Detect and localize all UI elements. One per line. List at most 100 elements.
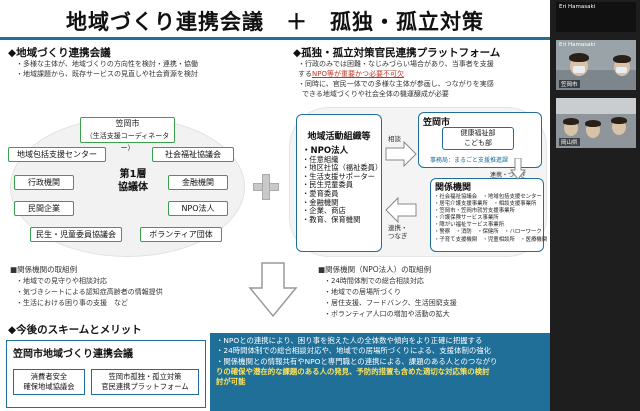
future-council-title: 笠岡市地域づくり連携会議 bbox=[13, 349, 133, 360]
right-section-heading: ◆孤独・孤立対策官民連携プラットフォーム bbox=[293, 47, 501, 59]
right-bullet-1: ・行政のみでは困難・なじみづらい場合があり、当事者を支援 bbox=[298, 60, 494, 68]
participant-label: 岡山県 bbox=[559, 138, 580, 146]
agencies-title: 関係機関 bbox=[435, 183, 472, 193]
slide-title-bar: 地域づくり連携会議 ＋ 孤独・孤立対策 bbox=[0, 0, 550, 40]
agencies-list: ・社会福祉協議会 ・地域包括支援センター ・居宅介護支援事業所 ・相談支援事業所… bbox=[434, 194, 547, 244]
merit-line-4: りの確保や潜在的な課題のある人の発見、予防的措置も含めた適切な対応策の検討 bbox=[216, 366, 490, 376]
merit-line-2: ・24時間体制での総合相談対応や、地域での居場所づくりによる、支援体制の強化 bbox=[216, 346, 492, 356]
down-arrow-icon bbox=[248, 262, 298, 318]
link-line1: 連携・ bbox=[388, 224, 408, 232]
person-mask bbox=[573, 66, 585, 73]
city-box-line2: （生活支援コーディネーター） bbox=[85, 132, 170, 152]
consult-label: 相談 bbox=[388, 135, 401, 143]
org-item: ・企業、商店 bbox=[302, 206, 346, 216]
person-hair bbox=[611, 117, 627, 124]
person-mask bbox=[616, 67, 627, 73]
member-box-financial: 金融機関 bbox=[168, 175, 228, 190]
agency-item: ・警察 ・消防 ・保健所 ・ハローワーク bbox=[434, 229, 542, 236]
slide-title: 地域づくり連携会議 ＋ 孤独・孤立対策 bbox=[66, 10, 484, 34]
link-arrow-icon bbox=[385, 196, 417, 224]
member-box-government: 行政機関 bbox=[14, 175, 74, 190]
sub2-line2: 官民連携プラットフォーム bbox=[101, 382, 189, 391]
left-section-heading: ◆地域づくり連携会議 bbox=[8, 47, 111, 59]
sub1-line1: 消費者安全 bbox=[30, 372, 68, 381]
right-example-4: ・ボランティア人口の増加や活動の拡大 bbox=[324, 310, 450, 318]
link-down-arrow-icon bbox=[510, 158, 526, 180]
participant-name: Eri Hamasaki bbox=[559, 4, 596, 10]
first-layer-council-label: 第1層 協議体 bbox=[113, 168, 153, 194]
city-dept-title: 笠岡市 bbox=[423, 118, 451, 128]
link-label-bottom: 連携・ つなぎ bbox=[388, 224, 408, 240]
person-hair bbox=[613, 55, 631, 63]
center-line1: 第1層 bbox=[119, 169, 147, 180]
agency-item: ・居宅介護支援事業所 ・相談支援事業所 bbox=[434, 201, 537, 208]
merit-line-1: ・NPOとの連携により、困り事を抱えた人の全体数や傾向をより正確に把握する bbox=[216, 336, 483, 345]
member-box-volunteer: ボランティア団体 bbox=[140, 227, 222, 242]
participant-label: 笠岡市 bbox=[559, 80, 580, 88]
right-example-2: ・地域での居場所づくり bbox=[324, 288, 401, 296]
link-label: 連携・つなぎ bbox=[490, 172, 527, 179]
member-box-private: 民間企業 bbox=[14, 201, 74, 216]
participant-tile-speaker[interactable]: Eri Hamasaki bbox=[556, 2, 636, 32]
community-orgs-list: ・NPO法人 ・任意組織 ・地区社協（福祉委員） ・生活支援サポーター ・民生児… bbox=[302, 147, 382, 224]
person-hair bbox=[569, 53, 589, 62]
community-orgs-box: 地域活動組織等 bbox=[296, 114, 382, 252]
org-item: ・生活支援サポーター bbox=[302, 171, 375, 181]
right-bullet-2b: できる地域づくりや社会全体の機運醸成が必要 bbox=[302, 90, 449, 98]
agency-item: ・障がい福祉サービス事業所 bbox=[434, 222, 505, 229]
left-example-2: ・気づきシートによる認知症高齢者の情報提供 bbox=[16, 288, 163, 296]
org-item: ・愛育委員 bbox=[302, 188, 339, 198]
member-box-social-welfare: 社会福祉協議会 bbox=[152, 147, 234, 162]
sub2-line1: 笠岡市孤独・孤立対策 bbox=[108, 372, 182, 381]
left-example-3: ・生活における困り事の支援 など bbox=[16, 299, 128, 307]
left-example-1: ・地域での見守りや相談対応 bbox=[16, 277, 107, 285]
connection-arrows bbox=[385, 140, 417, 224]
dept-line1: 健康福祉部 bbox=[460, 129, 496, 137]
consumer-safety-box: 消費者安全 確保地域協議会 bbox=[13, 369, 85, 395]
dept-line2: こども部 bbox=[464, 139, 492, 147]
merit-line-5: 討が可能 bbox=[216, 377, 246, 387]
right-bullet-2: ・同時に、官民一体での多様な主体が参画し、つながりを実感 bbox=[298, 80, 494, 88]
member-box-commissioners: 民生・児童委員協議会 bbox=[30, 227, 122, 242]
left-bullet-1: ・多様な主体が、地域づくりの方向性を検討・連携・協働 bbox=[16, 60, 198, 68]
city-coordinator-box: 笠岡市 （生活支援コーディネーター） bbox=[80, 117, 175, 152]
left-examples-heading: ■関係機関の取組例 bbox=[10, 265, 78, 274]
agency-item: ・笠岡市・笠岡市就労支援事業所 bbox=[434, 208, 515, 215]
sub1-line2: 確保地域協議会 bbox=[23, 382, 75, 391]
right-examples-heading: ■関係機関（NPO法人）の取組例 bbox=[318, 265, 432, 274]
right-example-3: ・居住支援、フードバンク、生活困窮支援 bbox=[324, 299, 457, 307]
center-line2: 協議体 bbox=[118, 182, 148, 193]
agency-item: ・社会福祉協議会 ・地域包括支援センター bbox=[434, 194, 542, 200]
agencies-box: 関係機関 bbox=[430, 178, 544, 252]
shared-slide: 地域づくり連携会議 ＋ 孤独・孤立対策 ◆地域づくり連携会議 ・多様な主体が、地… bbox=[0, 0, 550, 411]
right-example-1: ・24時間体制での総合相談対応 bbox=[324, 277, 424, 285]
participant-name: Eri Hamasaki bbox=[559, 42, 596, 48]
org-item: ・任意組織 bbox=[302, 154, 339, 164]
org-item: ・金融機関 bbox=[302, 197, 339, 207]
member-box-npo: NPO法人 bbox=[168, 201, 228, 216]
secretariat-label: 事務局：まるごと支援推進課 bbox=[430, 157, 509, 164]
right-bullet-1b: するNPO等が重要かつ必要不可欠 bbox=[298, 70, 404, 78]
future-council-box: 笠岡市地域づくり連携会議 消費者安全 確保地域協議会 笠岡市孤独・孤立対策 官民… bbox=[6, 340, 206, 408]
org-item: ・NPO法人 bbox=[302, 146, 349, 156]
org-item: ・地区社協（福祉委員） bbox=[302, 163, 383, 173]
participant-panel: Eri Hamasaki Eri Hamasaki 笠岡市 岡山県 bbox=[552, 0, 640, 411]
health-welfare-dept: 健康福祉部 こども部 bbox=[442, 127, 514, 150]
city-box-line1: 笠岡市 bbox=[115, 119, 140, 128]
org-item: ・教育、保育機関 bbox=[302, 214, 361, 224]
participant-tile-1[interactable]: Eri Hamasaki 笠岡市 bbox=[556, 40, 636, 90]
left-bullet-2: ・地域課題から、既存サービスの見直しや社会資源を検討 bbox=[16, 70, 198, 78]
merit-line-3: ・関係機関との情報共有やNPOと専門職との連携による、課題のある人とのつながり bbox=[216, 356, 498, 366]
person-hair bbox=[585, 120, 601, 127]
participant-tile-2[interactable]: 岡山県 bbox=[556, 98, 636, 148]
plus-icon-vertical bbox=[262, 174, 270, 200]
community-orgs-title: 地域活動組織等 bbox=[307, 132, 371, 142]
consult-arrow-icon bbox=[385, 140, 417, 168]
ceiling-lights bbox=[556, 98, 636, 114]
person-hair bbox=[563, 118, 579, 125]
agency-item: ・介護保険サービス事業所 bbox=[434, 215, 499, 222]
agency-item: ・子育て支援機関 ・児童相談所 ・医療機関 bbox=[434, 236, 548, 243]
org-item: ・民生児童委員 bbox=[302, 180, 354, 190]
merits-panel: ・NPOとの連携により、困り事を抱えた人の全体数や傾向をより正確に把握する ・2… bbox=[210, 333, 550, 411]
